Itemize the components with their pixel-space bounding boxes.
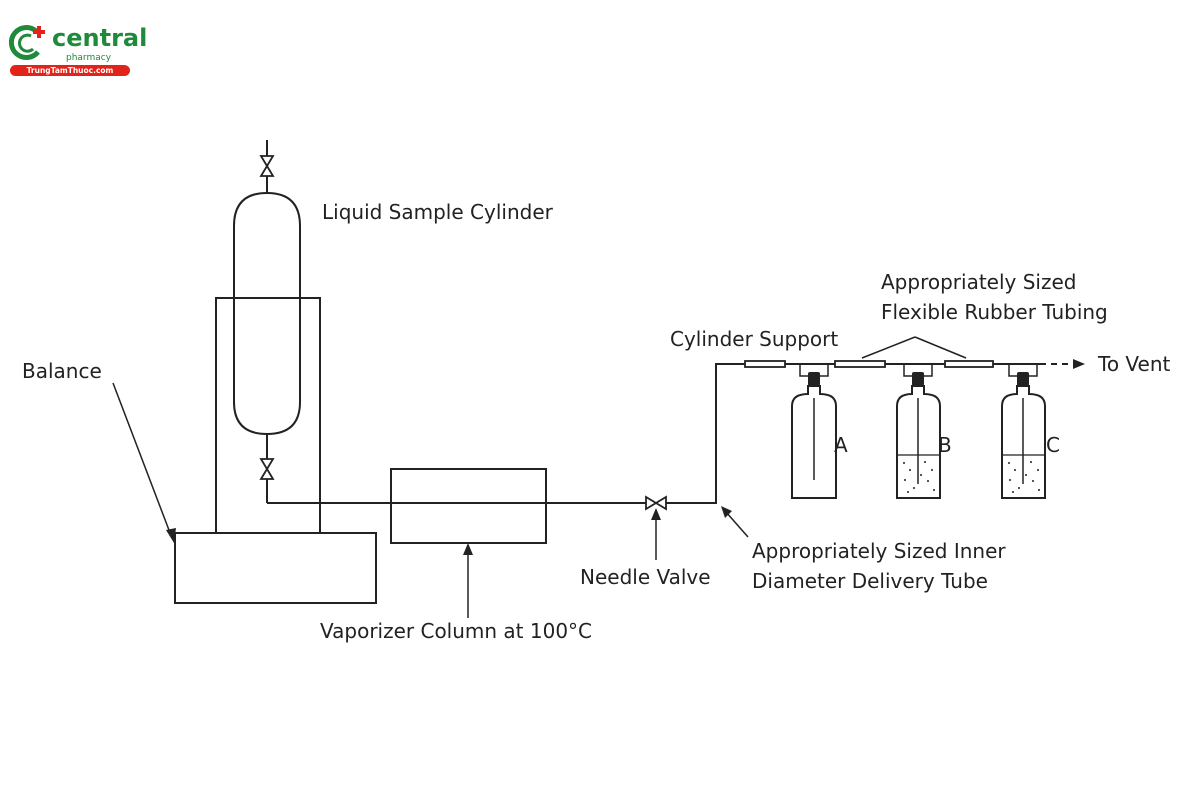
logo-sub-text: pharmacy xyxy=(66,53,112,63)
delivery-tube-arrowhead xyxy=(721,506,732,518)
central-pharmacy-logo: central pharmacy TrungTamThuoc.com xyxy=(6,22,147,84)
gas-washing-bottle-c xyxy=(1001,372,1046,499)
gas-washing-bottle-b xyxy=(896,372,941,499)
label-cylinder-support: Cylinder Support xyxy=(670,327,838,351)
balance-pointer-line xyxy=(112,382,173,539)
rubber-tubing-1 xyxy=(744,360,786,368)
label-bottle-a: A xyxy=(834,433,848,457)
bottle-b-connector xyxy=(903,364,912,377)
logo-brand-text: central xyxy=(52,24,148,52)
vaporizer-column-arrowhead xyxy=(463,543,473,555)
rubber-tubing-pointer-2 xyxy=(914,336,967,359)
bottle-a-connector xyxy=(799,364,808,377)
label-to-vent: To Vent xyxy=(1097,352,1171,376)
needle-valve-icon xyxy=(645,495,667,511)
label-bottle-b: B xyxy=(938,433,952,457)
needle-valve-arrowhead xyxy=(651,508,661,520)
label-rubber-tubing-line2: Flexible Rubber Tubing xyxy=(881,300,1108,324)
balance-box xyxy=(174,532,377,604)
rubber-tubing-2 xyxy=(834,360,886,368)
delivery-tube-arrow xyxy=(725,511,749,538)
rubber-tubing-3 xyxy=(944,360,994,368)
delivery-line xyxy=(267,363,770,504)
label-liquid-sample-cylinder: Liquid Sample Cylinder xyxy=(322,200,554,224)
label-bottle-c: C xyxy=(1046,433,1060,457)
bottle-b-outlet xyxy=(924,364,933,377)
bottom-valve-icon xyxy=(259,458,275,480)
label-delivery-tube-line1: Appropriately Sized Inner xyxy=(752,539,1006,563)
label-rubber-tubing-line1: Appropriately Sized xyxy=(881,270,1076,294)
liquid-sample-cylinder xyxy=(233,191,301,436)
vent-arrowhead xyxy=(1073,359,1085,369)
rubber-tubing-pointer-1 xyxy=(861,336,916,359)
top-valve-icon xyxy=(259,155,275,177)
vaporizer-column-box xyxy=(390,468,547,544)
central-logo-icon xyxy=(8,25,45,60)
label-delivery-tube-line2: Diameter Delivery Tube xyxy=(752,569,988,593)
label-vaporizer-column: Vaporizer Column at 100°C xyxy=(320,619,592,643)
logo-ribbon-text: TrungTamThuoc.com xyxy=(10,65,130,76)
bottle-c-connector xyxy=(1008,364,1017,377)
bottle-a-outlet xyxy=(820,364,829,377)
label-balance: Balance xyxy=(22,359,102,383)
balance-pointer-arrowhead xyxy=(166,528,176,543)
gas-washing-bottle-a xyxy=(791,372,837,499)
bottle-c-outlet xyxy=(1029,364,1038,377)
label-needle-valve: Needle Valve xyxy=(580,565,711,589)
cylinder-support-stand xyxy=(215,297,321,533)
